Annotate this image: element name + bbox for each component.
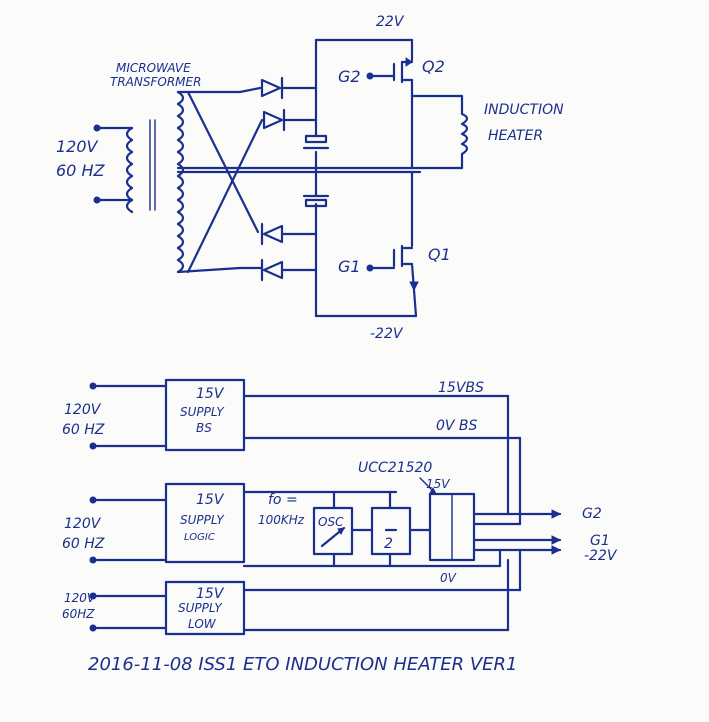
label-rail-0vbs: 0V BS [436,418,478,434]
mosfet-q2 [366,38,414,170]
label-q1-name: Q1 [428,245,451,264]
label-in1-voltage: 120V [64,402,102,418]
label-in2-freq: 60 HZ [62,536,105,552]
label-v-neg: -22V [370,326,404,342]
rectifier-wiring [176,86,422,274]
supply-low-text-2: SUPPLY [178,601,223,615]
supply-bs-text-2: SUPPLY [180,405,225,419]
supply-low-text-1: 15V [196,586,225,602]
label-q2-name: Q2 [422,57,445,76]
label-out-g2: G2 [582,506,602,522]
supply-logic-text-1: 15V [196,492,225,508]
label-freq: fo = [268,492,298,508]
supply-logic-text-2: SUPPLY [180,513,225,527]
label-in2-voltage: 120V [64,516,102,532]
supply-bs-text-3: BS [196,421,212,435]
label-rail-15vbs: 15VBS [438,380,484,396]
label-in1-freq: 60 HZ [62,422,105,438]
diode-d4 [260,258,318,282]
mosfet-q1 [366,170,419,318]
label-transformer-2: TRANSFORMER [110,75,201,89]
capacitor-lower [302,194,330,208]
diode-d2 [262,108,318,132]
divider-block [370,490,432,568]
label-in3-voltage: 120V [64,591,96,605]
label-div: 2 [384,536,393,552]
supply-bs-block [89,378,522,452]
transformer-secondary-coil [176,90,185,274]
label-load-2: HEATER [488,128,543,144]
diode-d3 [260,222,318,246]
supply-low-block [89,580,522,636]
induction-coil [410,94,469,170]
transformer-core [149,119,156,211]
supply-low-text-3: LOW [188,617,217,631]
label-out-neg: -22V [584,548,618,564]
capacitor-upper [302,134,330,150]
label-out-g1: G1 [590,533,610,549]
supply-logic-block [89,482,502,568]
label-driver-ic: UCC21520 [358,460,432,476]
label-freq-value: 100KHz [258,513,305,527]
oscillator-block [312,490,374,568]
caption: 2016-11-08 ISS1 ETO INDUCTION HEATER VER… [88,654,517,675]
label-v-pos: 22V [376,14,405,30]
gate-driver-block [419,394,562,632]
supply-bs-text-1: 15V [196,386,225,402]
dc-rails [314,38,418,318]
diode-d1 [260,76,318,100]
label-transformer-1: MICROWAVE [116,61,191,75]
label-ac-voltage: 120V [56,137,99,156]
label-osc: OSC [318,515,344,529]
label-driver-ground: 0V [440,571,457,585]
transformer-primary-coil [93,124,134,214]
label-driver-supply: 15V [426,477,450,491]
label-load-1: INDUCTION [484,102,564,118]
label-q1-gate: G1 [338,257,361,276]
supply-logic-text-3: LOGIC [184,532,215,543]
label-q2-gate: G2 [338,67,361,86]
label-in3-freq: 60HZ [62,607,95,621]
label-ac-freq: 60 HZ [56,161,105,180]
